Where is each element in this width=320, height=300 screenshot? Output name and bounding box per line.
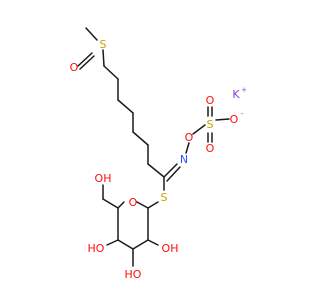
- c3-hydroxyl: HO: [125, 268, 142, 281]
- bond: [102, 49, 105, 67]
- bond: [106, 239, 119, 246]
- atom-labels: S O K + O S O - O O N S O OH HO HO OH: [70, 38, 247, 281]
- sulfinyl-sulfur: S: [100, 38, 107, 51]
- bonds: [77, 27, 230, 267]
- ring-oxygen: O: [129, 196, 138, 209]
- bond: [117, 239, 134, 250]
- bond: [147, 239, 159, 246]
- bond: [102, 198, 119, 209]
- c2-hydroxyl: OH: [162, 242, 179, 255]
- ch2-hydroxyl: OH: [95, 172, 112, 185]
- bond: [132, 239, 149, 250]
- potassium-label: K: [232, 88, 240, 101]
- sulfonate-sulfur: S: [207, 118, 214, 131]
- bond: [192, 124, 206, 135]
- potassium-charge: +: [241, 86, 247, 94]
- sulfonate-anion-oxygen: O: [230, 113, 239, 126]
- bond: [117, 201, 125, 209]
- bond: [85, 27, 98, 41]
- bond: [147, 163, 165, 178]
- bond: [79, 55, 95, 70]
- ester-oxygen: O: [185, 131, 194, 144]
- sulfonate-bottom-oxygen: O: [206, 142, 215, 155]
- molecule-diagram: S O K + O S O - O O N S O OH HO HO OH: [70, 27, 247, 281]
- bond: [185, 142, 190, 154]
- bond: [163, 163, 178, 178]
- bond: [77, 52, 93, 67]
- sulfonate-anion-charge: -: [241, 110, 244, 118]
- sulfonate-top-oxygen: O: [206, 94, 215, 107]
- c4-hydroxyl: HO: [88, 242, 105, 255]
- bond: [147, 201, 159, 209]
- bond: [136, 201, 149, 209]
- bond: [117, 99, 134, 114]
- bond: [166, 166, 181, 182]
- sulfinyl-oxygen: O: [70, 61, 79, 74]
- bond: [215, 118, 230, 121]
- oxime-nitrogen: N: [180, 153, 188, 166]
- thio-sulfur: S: [161, 191, 168, 204]
- bond: [103, 65, 119, 80]
- bond: [132, 131, 149, 146]
